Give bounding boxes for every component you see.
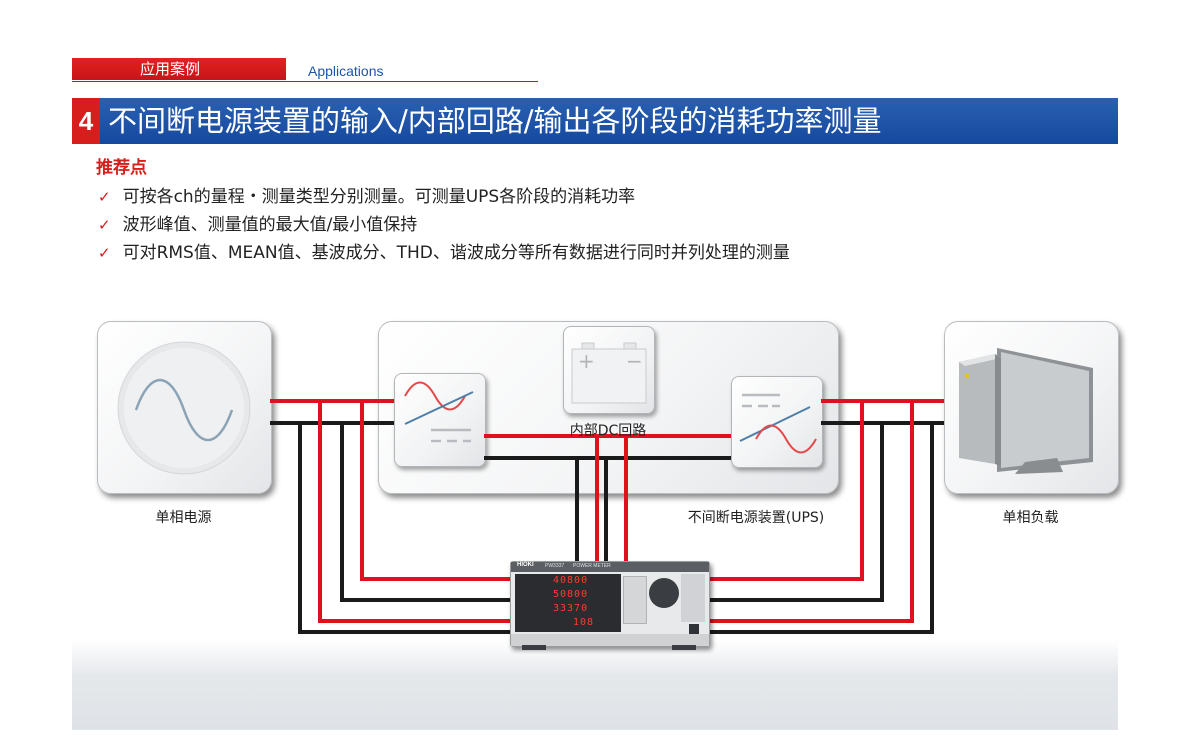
source-label: 单相电源 (155, 510, 212, 526)
power-meter: HIOKI PW3337 POWER METER 40800 50800 333… (510, 561, 710, 647)
meter-reading: 40800 (553, 575, 589, 586)
inverter-icon (739, 393, 817, 454)
meter-reading: 33370 (553, 603, 589, 614)
dc-circuit-label: 内部DC回路 (569, 423, 647, 439)
meter-bottom-strip (511, 634, 709, 646)
meter-display-panel (515, 574, 621, 632)
wire-red (360, 401, 512, 581)
meter-button-panel (623, 576, 647, 624)
section-tab-en: Applications (308, 63, 384, 79)
dc-ac-converter (731, 376, 823, 468)
meter-dial (649, 578, 679, 608)
load-label: 单相负载 (1002, 510, 1059, 526)
single-phase-source-box (97, 321, 272, 494)
floor-reflection (72, 640, 1118, 730)
title-number: 4 (72, 98, 100, 144)
single-phase-load-box (944, 321, 1119, 494)
rectifier-icon (404, 381, 474, 443)
page-title: 不间断电源装置的输入/内部回路/输出各阶段的消耗功率测量 (108, 104, 882, 138)
battery-icon (571, 342, 647, 404)
meter-model: PW3337 (545, 563, 565, 569)
header-rule (72, 81, 538, 82)
meter-foot (672, 645, 696, 650)
battery-plus: + (578, 349, 595, 373)
meter-reading: 50800 (553, 589, 589, 600)
recommendation-item: ✓可按各ch的量程・测量类型分别测量。可测量UPS各阶段的消耗功率 (98, 187, 636, 207)
wire-black (340, 423, 512, 602)
sine-wave-icon (117, 341, 251, 475)
battery-minus: − (626, 349, 643, 373)
check-icon: ✓ (98, 244, 111, 262)
power-switch (689, 624, 699, 636)
meter-brand: HIOKI (517, 562, 534, 568)
recommendation-item: ✓波形峰值、测量值的最大值/最小值保持 (98, 215, 418, 235)
meter-side-panel (681, 574, 705, 622)
meter-reading: 108 (573, 617, 595, 628)
meter-type: POWER METER (573, 563, 611, 569)
check-icon: ✓ (98, 188, 111, 206)
battery-box: + − (563, 326, 655, 414)
ac-dc-converter (394, 373, 486, 467)
ups-label: 不间断电源装置(UPS) (687, 510, 825, 526)
check-icon: ✓ (98, 216, 111, 234)
title-bar (72, 98, 1118, 144)
recommendation-item: ✓可对RMS值、MEAN值、基波成分、THD、谐波成分等所有数据进行同时并列处理… (98, 243, 790, 263)
section-tab-cn: 应用案例 (72, 58, 286, 80)
meter-foot (522, 645, 546, 650)
computer-icon (959, 348, 1093, 474)
recommendation-heading: 推荐点 (96, 158, 147, 178)
